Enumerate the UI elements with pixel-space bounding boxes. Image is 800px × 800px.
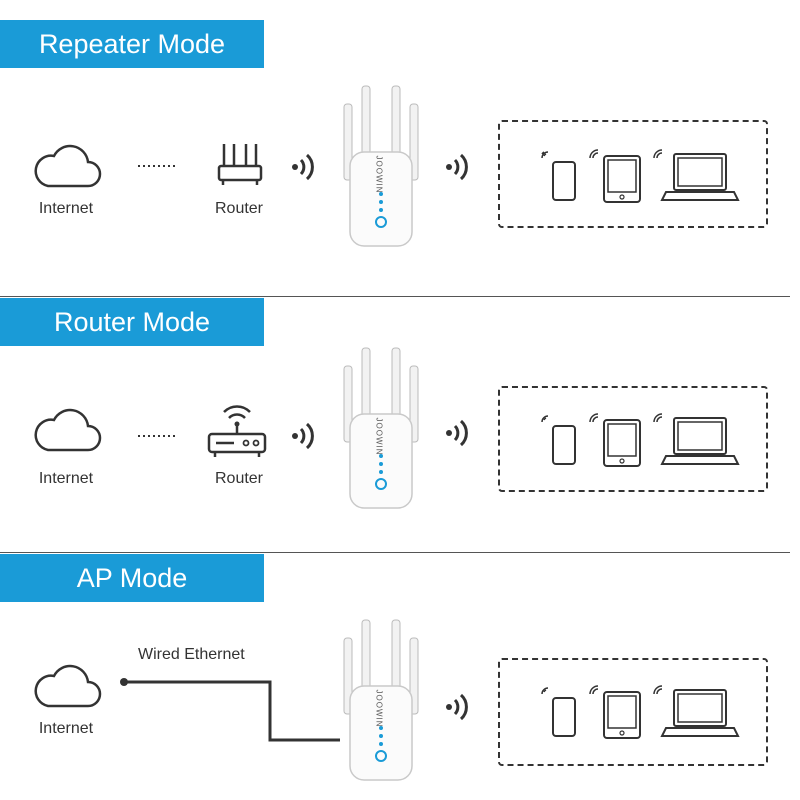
phone-icon xyxy=(541,151,576,201)
section-divider xyxy=(0,296,790,297)
phone-icon xyxy=(541,687,576,737)
wifi-extender-device xyxy=(343,85,419,247)
section-repeater-mode: Repeater Mode Internet Router JOOWIN xyxy=(0,0,800,297)
wifi-waves-icon xyxy=(446,153,468,181)
section-title: Router Mode xyxy=(53,306,211,337)
router-label: Router xyxy=(214,470,264,487)
section-title: Repeater Mode xyxy=(38,28,226,59)
internet-label: Internet xyxy=(38,720,94,737)
device-brand: JOOWIN xyxy=(374,417,384,456)
tablet-icon xyxy=(589,413,641,467)
internet-label: Internet xyxy=(38,470,94,487)
section-divider xyxy=(0,552,790,553)
router-wifi-icon xyxy=(207,405,267,457)
wifi-waves-icon xyxy=(292,153,314,181)
dotted-link xyxy=(138,165,176,167)
wifi-waves-icon xyxy=(292,422,314,450)
laptop-icon xyxy=(653,413,740,465)
router-label: Router xyxy=(214,200,264,217)
router-antenna-icon xyxy=(217,144,263,185)
section-router-mode: Router Mode Internet Router JOOWIN xyxy=(0,296,800,553)
wired-ethernet-label: Wired Ethernet xyxy=(138,646,245,663)
wifi-waves-icon xyxy=(446,419,468,447)
wifi-extender-device xyxy=(343,619,419,781)
tablet-icon xyxy=(589,149,641,203)
section-title: AP Mode xyxy=(76,562,188,593)
laptop-icon xyxy=(653,149,740,201)
device-brand: JOOWIN xyxy=(374,155,384,194)
device-brand: JOOWIN xyxy=(374,689,384,728)
dotted-link xyxy=(138,435,176,437)
wifi-waves-icon xyxy=(446,693,468,721)
clients-box xyxy=(498,386,768,492)
section-title-banner: Router Mode xyxy=(0,298,264,346)
cloud-icon xyxy=(34,144,102,188)
internet-label: Internet xyxy=(38,200,94,217)
section-title-banner: Repeater Mode xyxy=(0,20,264,68)
cloud-icon xyxy=(34,408,102,452)
section-ap-mode: AP Mode Internet Wired Ethernet JOOWIN xyxy=(0,552,800,800)
wifi-extender-device xyxy=(343,347,419,509)
tablet-icon xyxy=(589,685,641,739)
clients-box xyxy=(498,120,768,228)
section-title-banner: AP Mode xyxy=(0,554,264,602)
phone-icon xyxy=(541,415,576,465)
clients-box xyxy=(498,658,768,766)
laptop-icon xyxy=(653,685,740,737)
wired-ethernet-line xyxy=(120,678,340,742)
cloud-icon xyxy=(34,664,102,708)
